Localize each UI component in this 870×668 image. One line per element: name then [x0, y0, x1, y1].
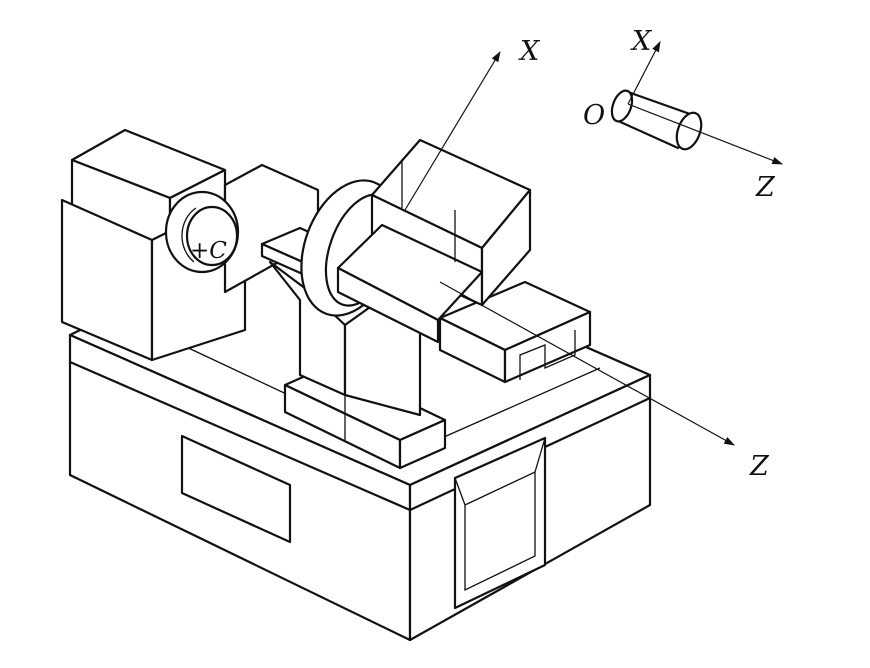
tool-z-axis-arrow [627, 103, 784, 165]
machine-x-axis-arrow [404, 51, 501, 211]
tool-x-axis-arrow [627, 41, 661, 105]
tool-origin-label: O [583, 100, 605, 131]
slide-rail [438, 280, 592, 384]
machine-x-axis-label: X [518, 36, 541, 67]
machine-z-axis-arrow [439, 281, 735, 446]
spindle: +C [164, 190, 240, 274]
turret [300, 138, 532, 344]
machine-axes: X Z [404, 36, 770, 482]
tool-z-axis-label: Z [755, 172, 776, 203]
tool-x-axis-label: X [630, 26, 653, 57]
tool-coordinate-system: X Z O [583, 26, 784, 203]
machine-z-axis-label: Z [749, 451, 770, 482]
rotation-c-label: +C [190, 238, 227, 264]
